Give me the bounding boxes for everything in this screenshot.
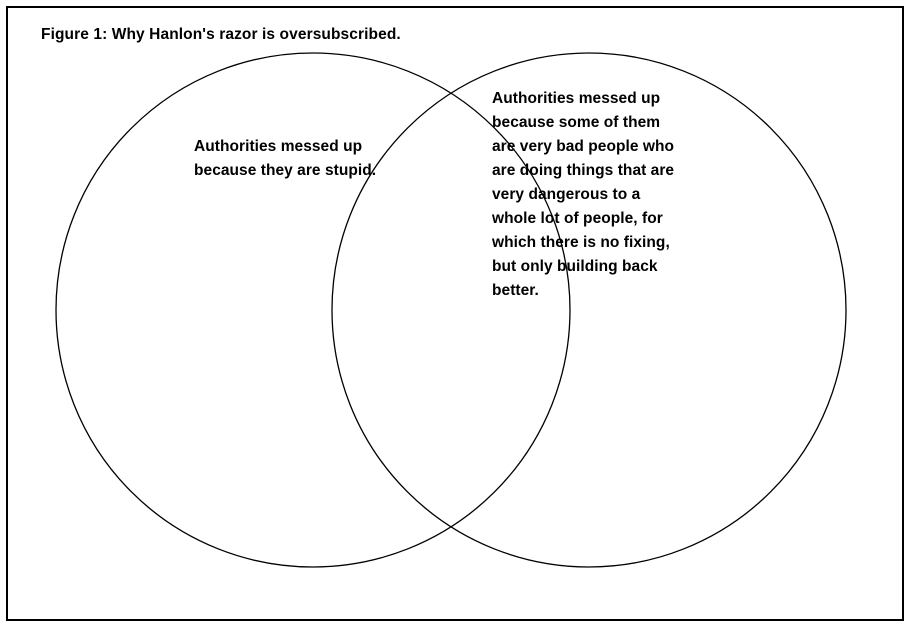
venn-label-left: Authorities messed up because they are s…: [194, 138, 377, 179]
figure-title: Figure 1: Why Hanlon's razor is oversubs…: [41, 26, 401, 43]
figure-border: [6, 6, 904, 621]
venn-label-right: Authorities messed up because some of th…: [492, 90, 675, 299]
